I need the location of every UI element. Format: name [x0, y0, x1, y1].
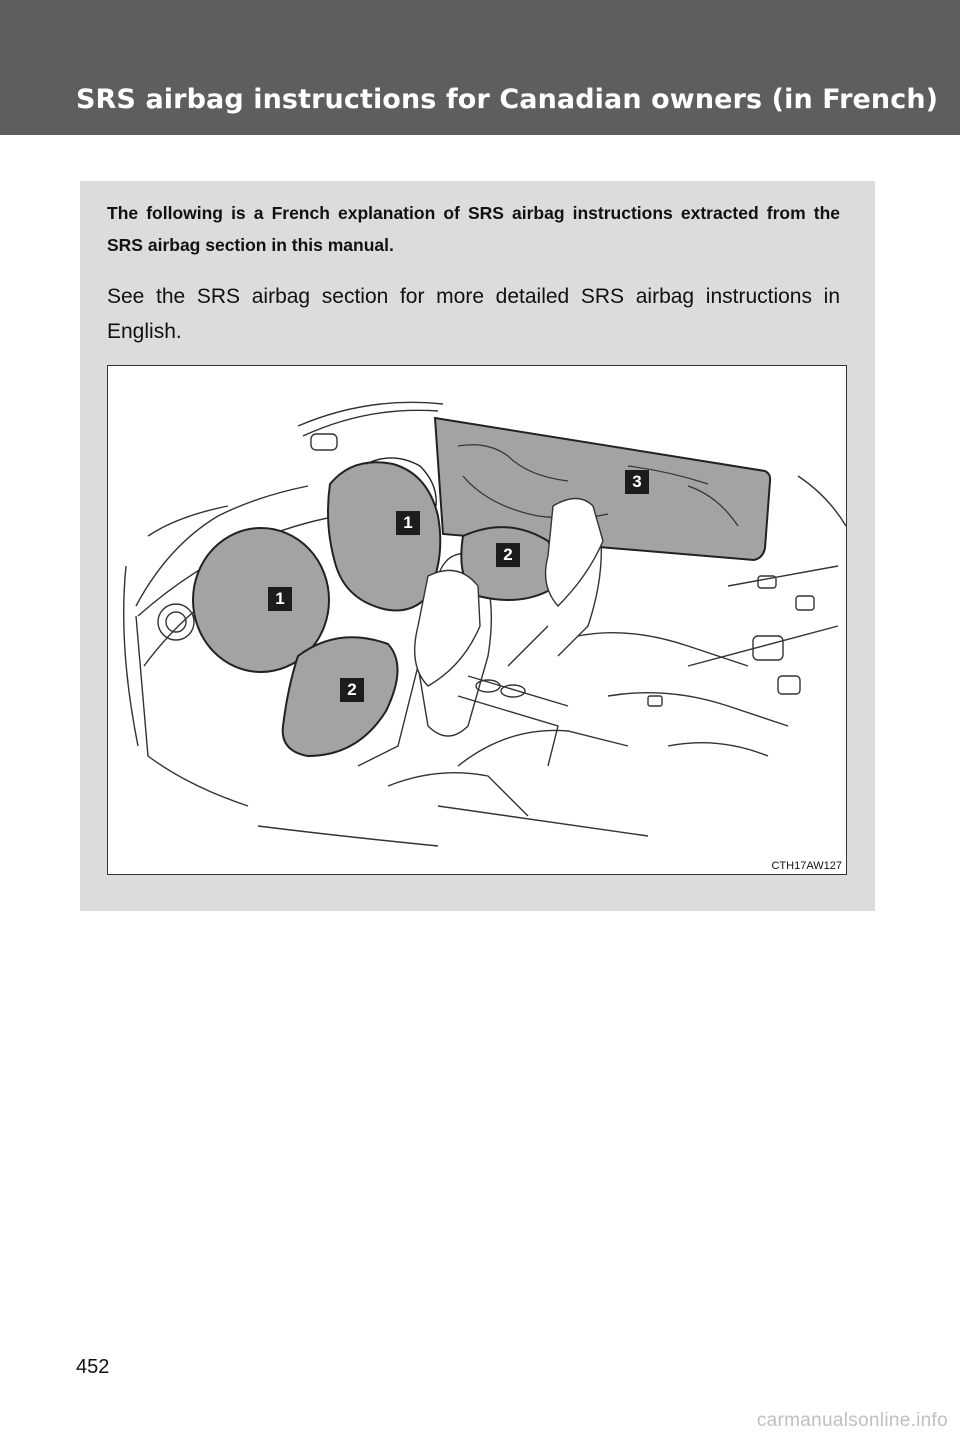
page-header: SRS airbag instructions for Canadian own… — [0, 0, 960, 135]
callout-3-curtain: 3 — [625, 470, 649, 494]
callout-2-passenger: 2 — [340, 678, 364, 702]
intro-bold-text: The following is a French explanation of… — [107, 203, 840, 255]
callout-2-driver: 2 — [496, 543, 520, 567]
intro-text: See the SRS airbag section for more deta… — [107, 285, 840, 343]
intro-box: The following is a French explanation of… — [80, 181, 875, 911]
figure-code: CTH17AW127 — [771, 860, 842, 872]
page-number: 452 — [76, 1356, 110, 1378]
page-title: SRS airbag instructions for Canadian own… — [76, 84, 939, 115]
callout-1-passenger: 1 — [268, 587, 292, 611]
car-interior-drawing — [123, 401, 846, 847]
front-airbag-driver — [327, 461, 442, 612]
watermark[interactable]: carmanualsonline.info — [756, 1410, 948, 1431]
callout-1-driver: 1 — [396, 511, 420, 535]
front-airbag-passenger — [192, 527, 330, 673]
curtain-airbag — [433, 416, 772, 562]
airbag-illustration: 1 1 2 2 3 CTH17AW127 — [107, 365, 847, 875]
